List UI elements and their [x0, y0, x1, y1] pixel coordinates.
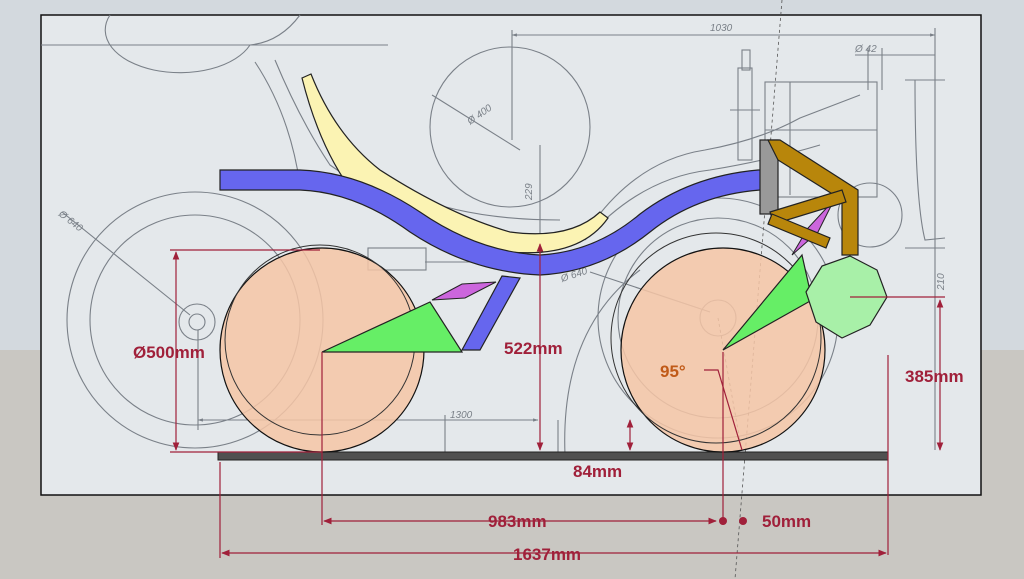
front-pod: [805, 255, 888, 339]
front-fork: [759, 139, 859, 256]
front-swingarm-triangle: [722, 253, 813, 351]
overall-length-label: 1637mm: [513, 545, 581, 564]
bp-label-head-height: 229: [524, 183, 535, 201]
ground-plane: [217, 451, 889, 461]
dimension-labels: Ø500mm 522mm 84mm 385mm 983mm 50mm 1637m…: [133, 339, 964, 564]
ground-clearance-label: 84mm: [573, 462, 622, 481]
angle-label: 95°: [660, 362, 686, 381]
front-wheel-outline: [610, 232, 822, 444]
pivot-height-label: 385mm: [905, 367, 964, 386]
frame-strut: [460, 275, 521, 351]
bp-label-tube-diameter: Ø 42: [854, 44, 877, 55]
dimension-dots: [719, 517, 747, 525]
bp-label-top-length: 1030: [710, 23, 733, 34]
bp-label-bottom-length: 1300: [450, 410, 473, 421]
rear-shock: [431, 281, 497, 301]
dimension-lines: [170, 243, 945, 558]
wheelbase-label: 983mm: [488, 512, 547, 531]
wheel-diameter-label: Ø500mm: [133, 343, 205, 362]
bp-label-front-height: 210: [936, 273, 947, 291]
seat-height-label: 522mm: [504, 339, 563, 358]
offset-label: 50mm: [762, 512, 811, 531]
rear-swingarm-triangle: [321, 301, 464, 353]
